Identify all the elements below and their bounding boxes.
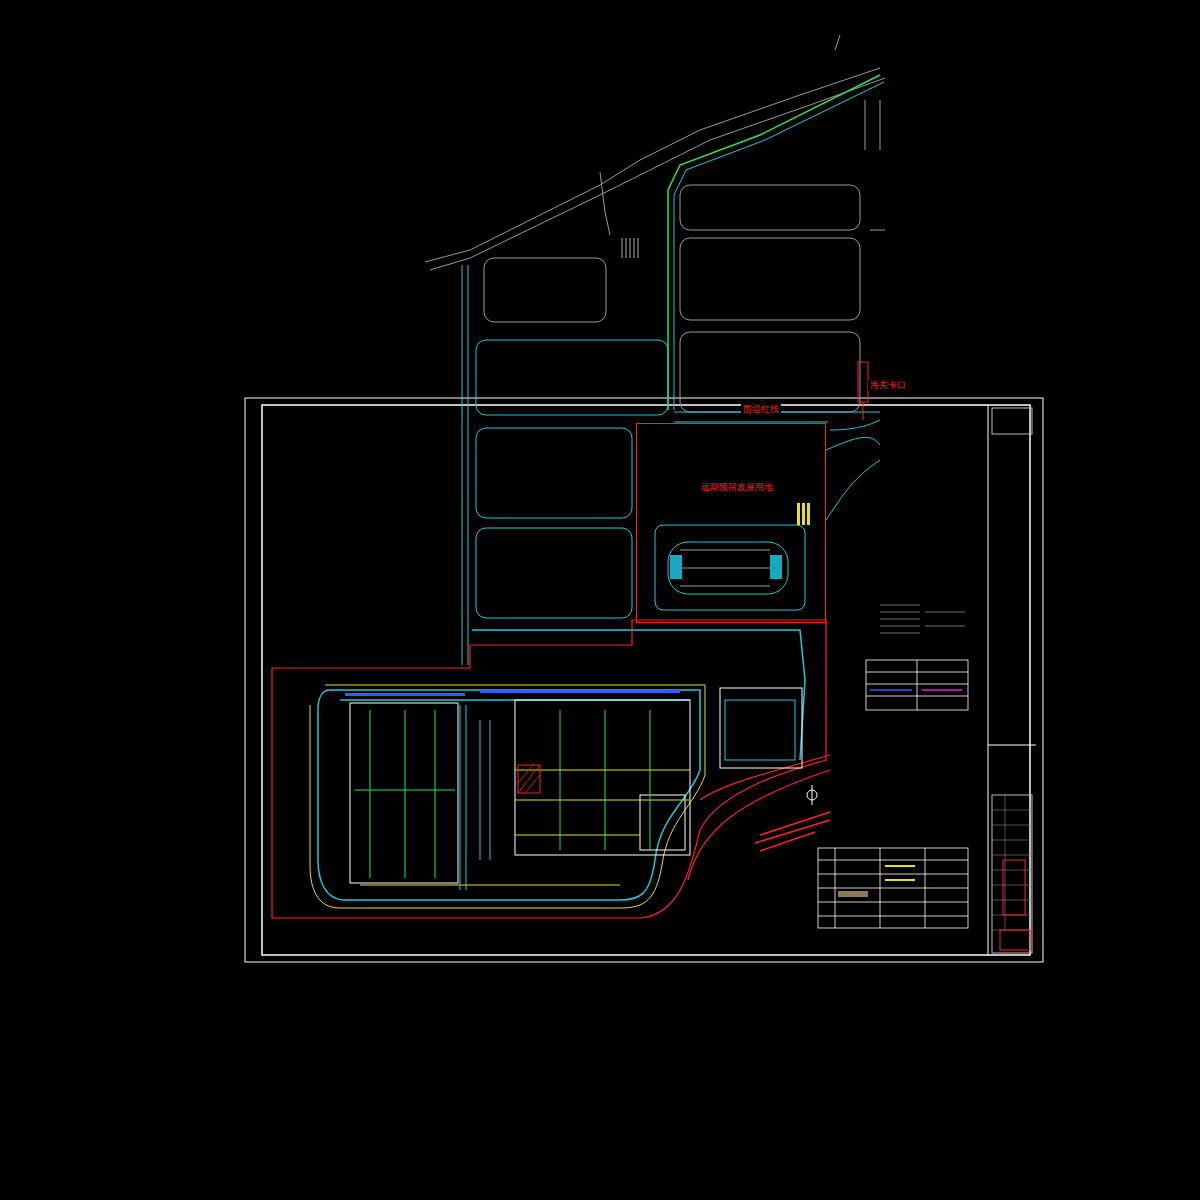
- plan-annotation: 海关卡口: [868, 380, 908, 391]
- area-name: 远期预留发展用地: [699, 482, 775, 493]
- reserved-land-boundary: 远期预留发展用地: [636, 423, 826, 623]
- plan-annotation: 围墙红线: [741, 404, 781, 415]
